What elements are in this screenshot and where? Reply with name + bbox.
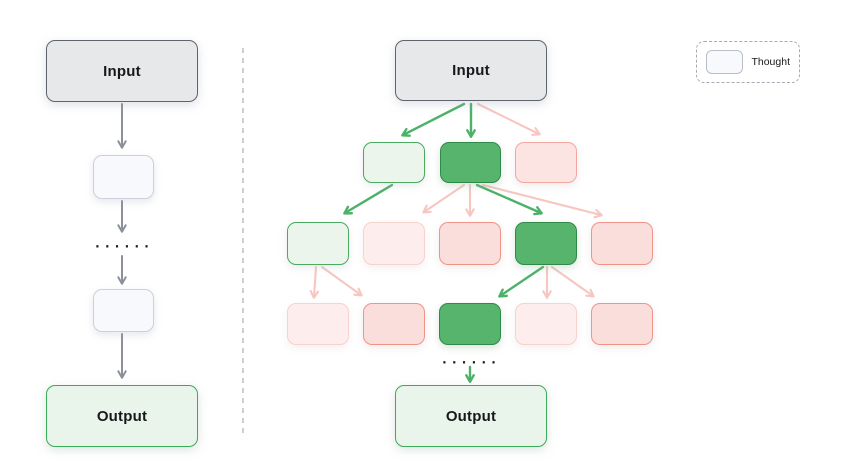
flow-arrow-pink: [476, 102, 541, 136]
l2-thought-5: [591, 222, 653, 265]
right-panel-ellipsis: ......: [440, 352, 500, 368]
l3-thought-4: [515, 303, 577, 345]
l3-thought-5: [591, 303, 653, 345]
l2-thought-1: [287, 222, 349, 265]
left-output-box: Output: [46, 385, 198, 447]
flow-arrow-green: [343, 183, 394, 215]
left-panel-ellipsis: ......: [93, 236, 153, 252]
left-thought-1: [93, 155, 154, 199]
flow-arrow-pink: [481, 183, 603, 219]
l3-thought-1: [287, 303, 349, 345]
flow-arrow-pink: [309, 265, 320, 299]
l2-thought-4: [515, 222, 577, 265]
flow-arrow-green: [475, 183, 543, 216]
flow-arrow-green: [401, 102, 466, 137]
right-output-box: Output: [395, 385, 547, 447]
legend-box: Thought: [696, 41, 800, 83]
left-input-box: Input: [46, 40, 198, 102]
flow-arrow-pink: [422, 183, 466, 214]
l1-thought-2: [440, 142, 501, 183]
right-input-box: Input: [395, 40, 547, 101]
legend-label: Thought: [751, 56, 790, 68]
l1-thought-1: [363, 142, 425, 183]
flow-arrow-pink: [320, 265, 363, 297]
l2-thought-3: [439, 222, 501, 265]
flow-arrow-pink: [550, 265, 595, 298]
thought-swatch-icon: [706, 50, 744, 74]
l3-thought-3: [439, 303, 501, 345]
l3-thought-2: [363, 303, 425, 345]
flow-arrow-green: [498, 265, 545, 298]
l1-thought-3: [515, 142, 577, 183]
l2-thought-2: [363, 222, 425, 265]
left-thought-2: [93, 289, 154, 332]
